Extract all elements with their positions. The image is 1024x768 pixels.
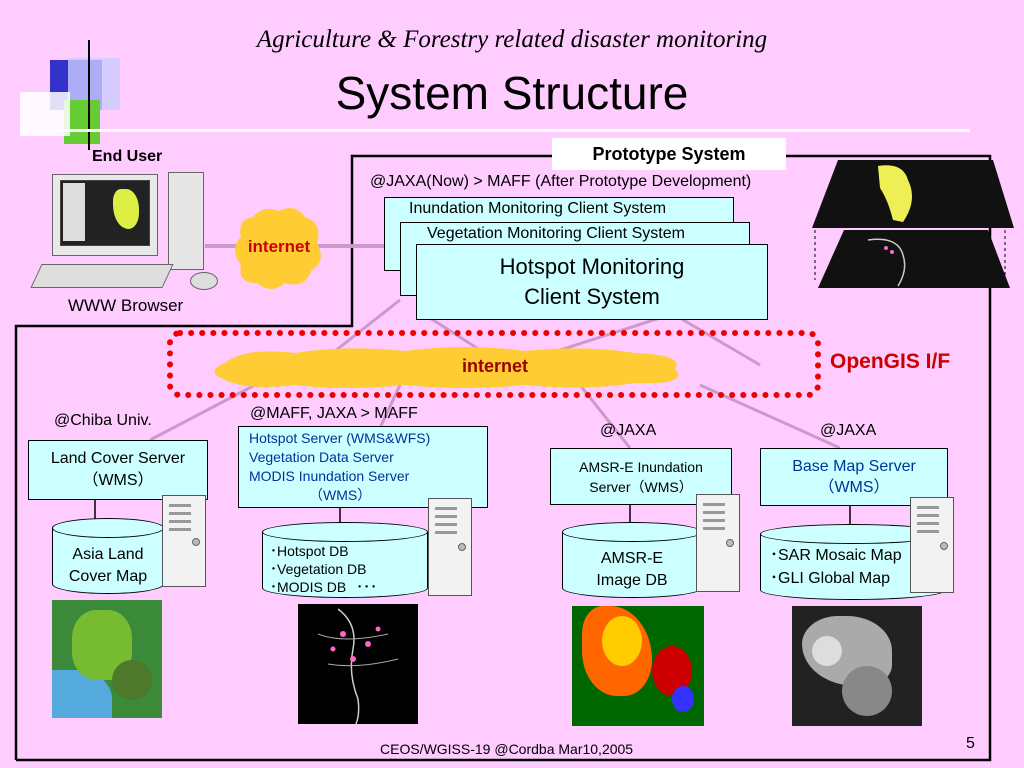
title-rule <box>54 129 970 132</box>
sar-mosaic-map-image <box>792 606 922 726</box>
inundation-client-label: Inundation Monitoring Client System <box>409 200 667 217</box>
maff-server-l4: （WMS） <box>309 487 372 503</box>
slide-title: System Structure <box>335 67 689 119</box>
maff-server-l1: Hotspot Server (WMS&WFS) <box>249 430 431 446</box>
jaxa2-location: @JAXA <box>820 422 877 439</box>
prototype-system-label: Prototype System <box>552 138 786 170</box>
browser-label: WWW Browser <box>68 296 184 315</box>
internet-top-label: internet <box>247 237 311 256</box>
amsre-map-image <box>572 606 704 726</box>
maff-server-l3: MODIS Inundation Server <box>249 468 410 484</box>
land-cover-server-l1: Land Cover Server <box>50 450 186 467</box>
maff-location: @MAFF, JAXA > MAFF <box>250 405 418 422</box>
asia-land-db: Asia Land Cover Map <box>52 518 164 594</box>
server-tower-icon <box>910 497 954 593</box>
page-number: 5 <box>966 735 975 752</box>
hotspot-db-l3: ･MODIS DB <box>270 579 347 595</box>
maff-server-l2: Vegetation Data Server <box>249 449 394 465</box>
hotspot-db-l1: ･Hotspot DB <box>270 543 349 559</box>
internet-main-label: internet <box>461 355 528 376</box>
vegetation-client-label: Vegetation Monitoring Client System <box>427 225 685 242</box>
decor-squares <box>14 40 124 150</box>
amsre-db-l2: Image DB <box>596 572 668 589</box>
land-cover-server-box: Land Cover Server （WMS） <box>28 440 208 500</box>
maff-server-box: Hotspot Server (WMS&WFS) Vegetation Data… <box>238 426 488 508</box>
land-cover-map-image <box>52 600 162 718</box>
chiba-location: @Chiba Univ. <box>54 412 152 429</box>
amsre-server-l1: AMSR-E Inundation <box>579 458 703 475</box>
amsre-db-l1: AMSR-E <box>600 550 664 567</box>
hotspot-db-dots: ･･･ <box>356 579 378 595</box>
asia-land-db-l1: Asia Land <box>72 546 144 563</box>
internet-cloud-main <box>214 347 679 388</box>
base-map-server-l1: Base Map Server <box>792 458 916 475</box>
hotspot-client-line2: Client System <box>524 284 660 309</box>
amsre-server-l2: Server（WMS） <box>589 478 693 495</box>
footer-text: CEOS/WGISS-19 @Cordba Mar10,2005 <box>380 741 634 757</box>
sar-db-l2: ･GLI Global Map <box>770 570 891 587</box>
end-user-label: End User <box>92 148 163 165</box>
server-tower-icon <box>428 498 472 596</box>
hotspot-client-box: Hotspot Monitoring Client System <box>416 244 768 320</box>
slide-subtitle: Agriculture & Forestry related disaster … <box>256 26 768 53</box>
prototype-note: @JAXA(Now) > MAFF (After Prototype Devel… <box>370 173 752 190</box>
base-map-server-l2: （WMS） <box>818 479 890 496</box>
opengis-label: OpenGIS I/F <box>830 350 951 373</box>
base-map-server-box: Base Map Server （WMS） <box>760 448 948 506</box>
asia-land-db-l2: Cover Map <box>68 568 148 585</box>
server-tower-icon <box>162 495 206 587</box>
hotspot-client-line1: Hotspot Monitoring <box>499 254 685 279</box>
internet-cloud-top <box>235 208 321 289</box>
computer-icon <box>30 172 225 292</box>
hotspot-map-image <box>298 604 418 724</box>
map-layers <box>812 160 1014 288</box>
hotspot-db: ･Hotspot DB ･Vegetation DB ･MODIS DB ･･･ <box>262 522 428 598</box>
sar-db-l1: ･SAR Mosaic Map <box>770 547 902 564</box>
jaxa1-location: @JAXA <box>600 422 657 439</box>
server-tower-icon <box>696 494 740 592</box>
amsre-image-db: AMSR-E Image DB <box>562 522 702 598</box>
hotspot-db-l2: ･Vegetation DB <box>270 561 367 577</box>
land-cover-server-l2: （WMS） <box>82 472 154 489</box>
